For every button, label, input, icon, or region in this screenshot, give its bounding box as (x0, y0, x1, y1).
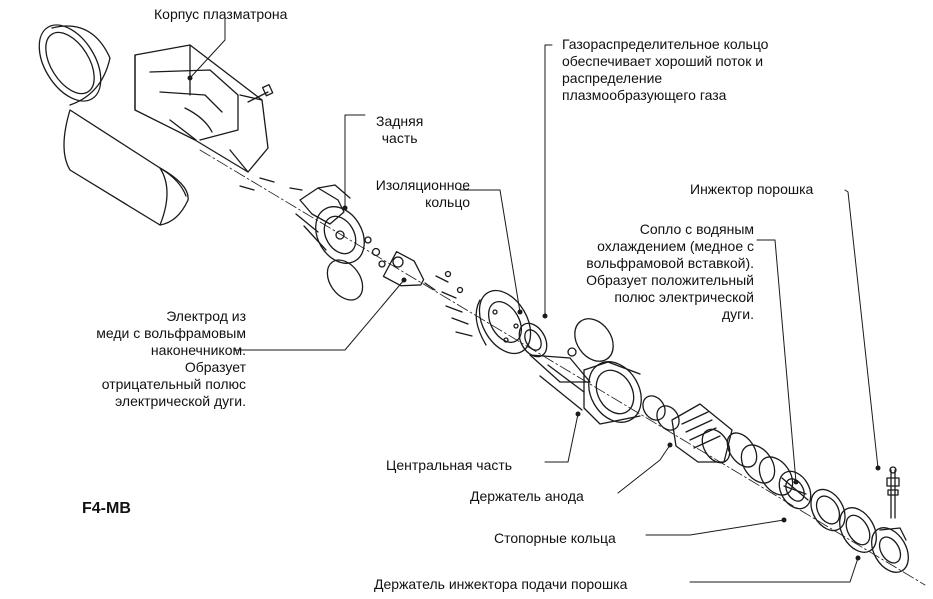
label-line: Изоляционное (375, 177, 470, 193)
label-retaining-rings: Стопорные кольца (494, 530, 616, 547)
label-line: часть (381, 130, 418, 146)
label-line: вольфрамовой вставкой). (586, 255, 754, 271)
label-line: полюс электрической (614, 289, 754, 305)
label-line: охлаждением (медное с (597, 238, 754, 254)
label-line: меди с вольфрамовым (96, 325, 246, 341)
label-line: распределение (562, 70, 663, 86)
leader-ends (187, 75, 881, 561)
assembly-axis (199, 149, 926, 586)
label-injector-holder: Держатель инжектора подачи порошка (374, 576, 627, 593)
label-electrode: Электрод из меди с вольфрамовым наконечн… (40, 308, 246, 410)
leader-lines (189, 17, 879, 583)
label-anode-holder: Держатель анода (470, 488, 584, 505)
label-powder-injector: Инжектор порошка (690, 181, 813, 198)
label-line: Инжектор порошка (690, 181, 814, 197)
middle-o-ring (574, 318, 614, 362)
half-shell (63, 109, 189, 226)
nozzle-o-rings (726, 432, 794, 496)
label-line: Образует (184, 359, 246, 375)
electrode (382, 251, 436, 291)
small-washer (567, 347, 577, 357)
nozzle (778, 470, 812, 510)
rear-part (295, 184, 365, 264)
label-rear-part: Задняя часть (376, 113, 423, 147)
label-line: Корпус плазматрона (154, 6, 288, 22)
label-line: Электрод из (166, 308, 246, 324)
screws-middle (435, 270, 473, 337)
small-washers (364, 236, 386, 268)
label-line: кольцо (425, 194, 470, 210)
label-nozzle: Сопло с водяным охлаждением (медное с во… (530, 221, 754, 323)
label-line: обеспечивает хороший поток и (562, 53, 764, 69)
label-line: Стопорные кольца (494, 530, 616, 546)
powder-injector (886, 466, 900, 519)
label-plasmatron-body: Корпус плазматрона (154, 6, 287, 23)
outer-ring (38, 24, 111, 106)
label-line: Газораспределительное кольцо (562, 36, 769, 52)
label-line: плазмообразующего газа (562, 87, 727, 103)
label-line: Задняя (376, 113, 424, 129)
retaining-rings-drawing (810, 488, 877, 553)
label-line: Держатель анода (470, 488, 584, 504)
anode-holder (671, 403, 733, 464)
label-insulation-ring: Изоляционное кольцо (358, 177, 470, 211)
label-line: дуги. (722, 306, 754, 322)
powder-injector-holder (871, 527, 909, 573)
label-line: Центральная часть (386, 457, 513, 473)
anode-o-rings (642, 395, 680, 431)
label-line: отрицательный полюс (101, 376, 246, 392)
model-name: F4-MB (82, 500, 131, 517)
plasmatron-body (134, 44, 269, 173)
label-central-part: Центральная часть (386, 457, 512, 474)
central-part (529, 354, 642, 425)
insulation-ring (475, 289, 532, 355)
label-line: Держатель инжектора подачи порошка (374, 576, 628, 592)
label-line: Образует положительный (586, 272, 754, 288)
label-line: наконечником. (150, 342, 246, 358)
label-gas-distribution-ring: Газораспределительное кольцо обеспечивае… (562, 36, 768, 104)
label-line: электрической дуги. (115, 393, 246, 409)
label-line: Сопло с водяным (639, 221, 754, 237)
rear-o-ring (326, 259, 364, 301)
screws-top (239, 84, 303, 191)
